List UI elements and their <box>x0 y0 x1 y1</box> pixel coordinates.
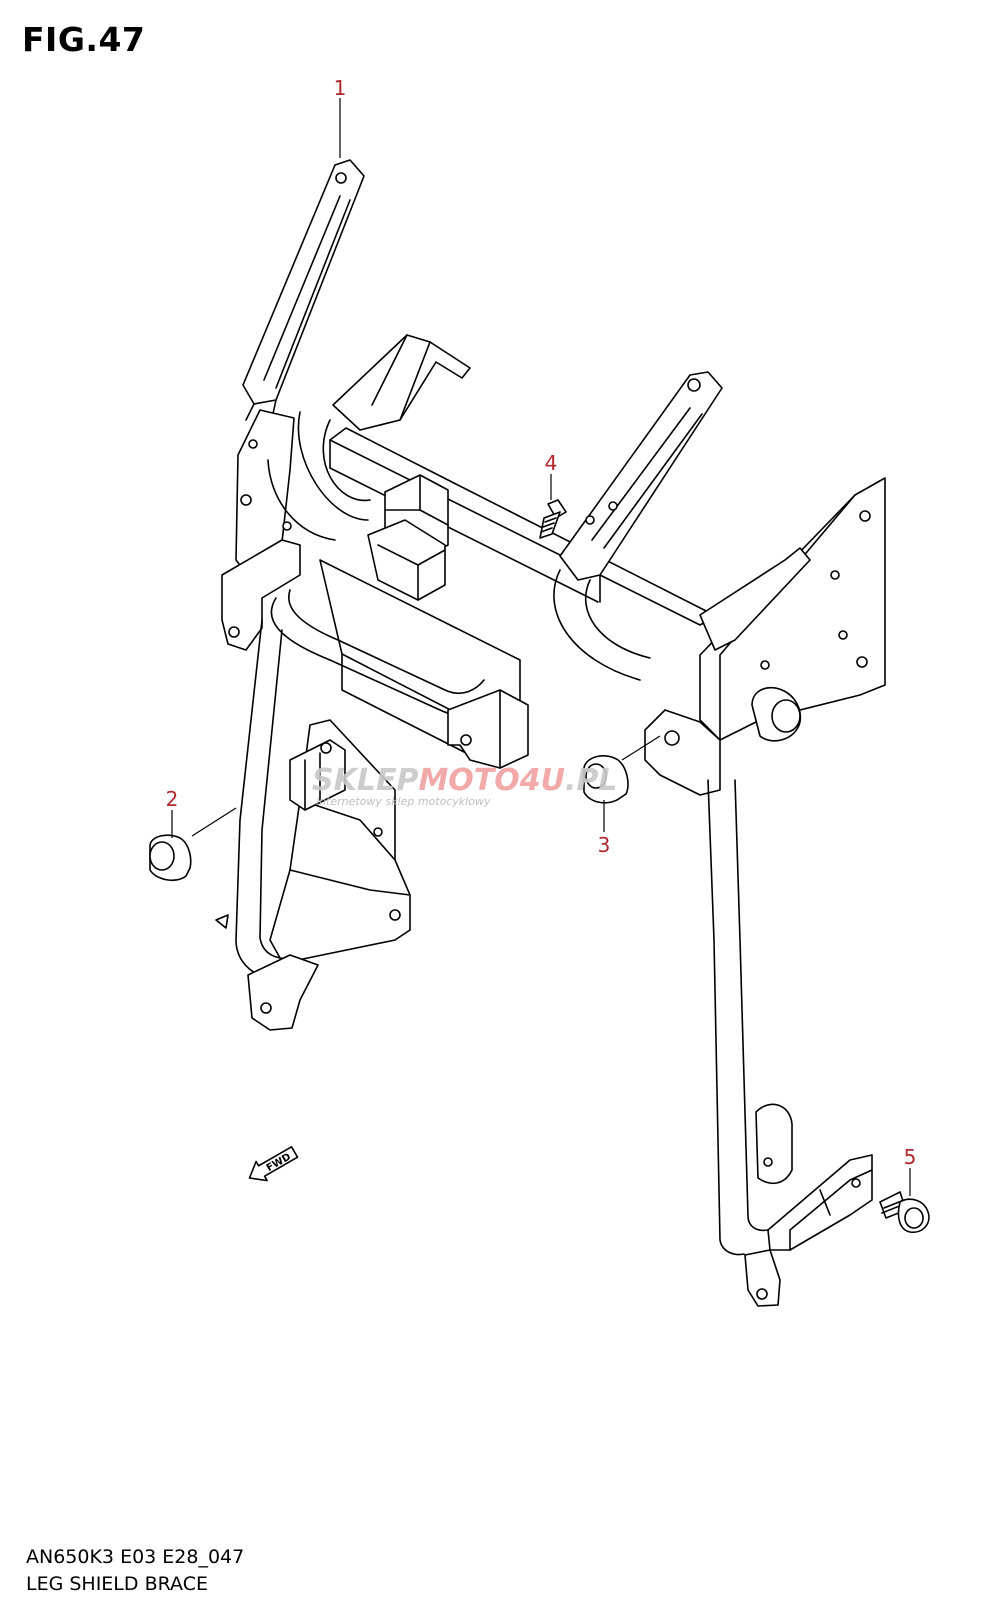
forward-arrow-icon: FWD <box>248 1146 299 1182</box>
shop-watermark: SKLEPMOTO4U.PL internetowy sklep motocyk… <box>312 763 618 808</box>
watermark-text-d: .PL <box>565 763 618 798</box>
watermark-tagline: internetowy sklep motocyklowy <box>316 795 491 808</box>
watermark-text-b: MOTO <box>418 763 519 798</box>
watermark-text-a: SKLEP <box>312 763 418 798</box>
part-2-grommet <box>149 807 237 882</box>
callout-number: 4 <box>545 451 558 475</box>
figure-title: FIG.47 <box>22 20 146 59</box>
callout-number: 5 <box>904 1145 917 1169</box>
part-3-bushing <box>583 735 661 804</box>
leg-shield-brace-drawing <box>215 159 886 1307</box>
part-5-bolt <box>879 1191 930 1234</box>
callout-number: 2 <box>166 787 179 811</box>
watermark-text-c: 4U <box>519 763 565 798</box>
model-code: AN650K3 E03 E28_047 <box>26 1546 245 1568</box>
svg-text:SKLEPMOTO4U.PL: SKLEPMOTO4U.PL <box>312 763 618 798</box>
callouts: 1 2 3 4 5 <box>166 76 917 1196</box>
figure-caption: LEG SHIELD BRACE <box>26 1573 208 1595</box>
callout-number: 3 <box>598 833 611 857</box>
callout-number: 1 <box>334 76 347 100</box>
part-4-bolt <box>539 499 567 539</box>
